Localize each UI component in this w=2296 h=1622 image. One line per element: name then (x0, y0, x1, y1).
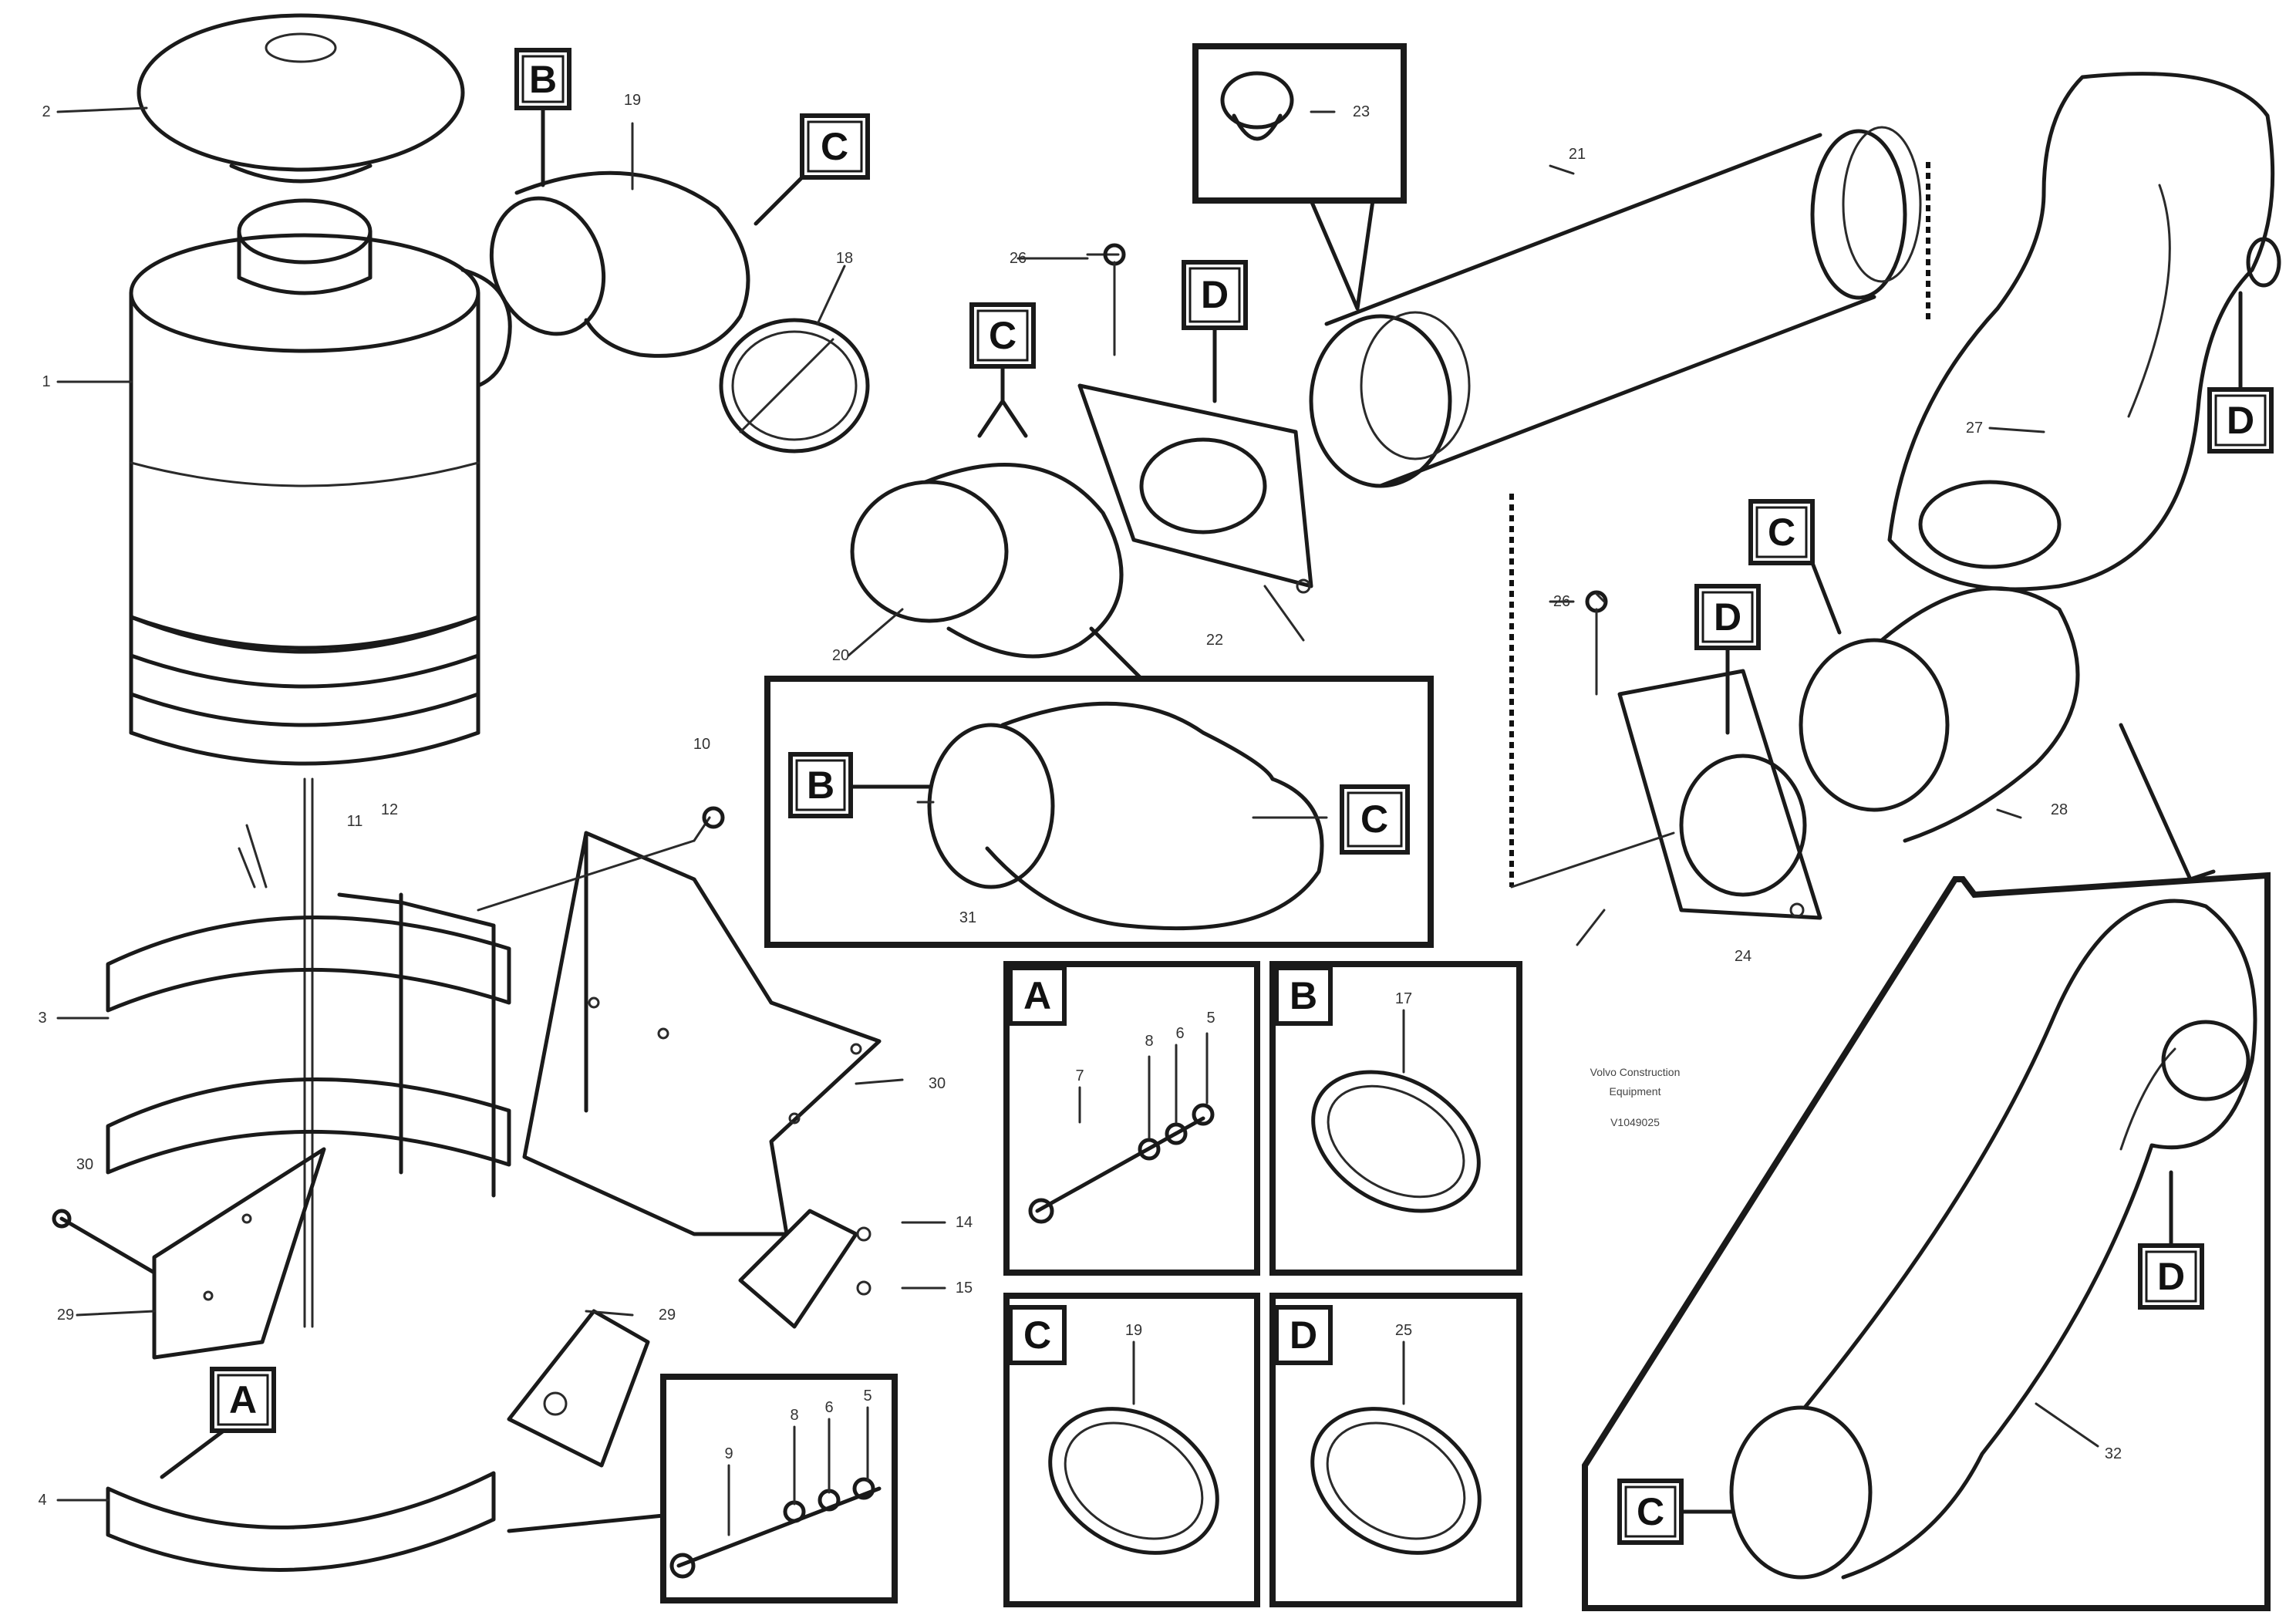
part-24: 24 (1735, 948, 1752, 965)
part-27: 27 (1966, 420, 1983, 437)
part-6b: 6 (824, 1399, 833, 1416)
detail-box-elbow (1582, 723, 2271, 1611)
part-4: 4 (38, 1492, 46, 1509)
part-1: 1 (42, 373, 50, 390)
part-29a: 29 (57, 1307, 74, 1324)
letter-callouts: B C C D D (160, 48, 2274, 1545)
svg-text:D: D (1290, 1313, 1317, 1357)
part-30a: 30 (76, 1156, 93, 1173)
box-letter-c: C (1008, 1305, 1067, 1365)
part-3: 3 (38, 1010, 46, 1027)
part-10: 10 (693, 736, 710, 753)
detail-box-hose (764, 626, 1434, 948)
box-letter-d: D (1274, 1305, 1333, 1365)
part-15: 15 (956, 1280, 973, 1297)
part-26b: 26 (1553, 593, 1570, 610)
part-12: 12 (381, 801, 398, 818)
callout-c-top: C (754, 113, 870, 226)
svg-text:V1049025: V1049025 (1610, 1116, 1660, 1128)
part-25: 25 (1395, 1322, 1412, 1339)
detail-box-fasteners (507, 1374, 898, 1603)
callout-c-right: C (1748, 499, 1842, 635)
callout-a-left: A (160, 1367, 276, 1479)
part-30b: 30 (929, 1075, 946, 1092)
part-18: 18 (836, 250, 853, 267)
svg-text:C: C (821, 125, 848, 168)
svg-text:A: A (229, 1378, 257, 1421)
part-7a: 7 (1075, 1067, 1084, 1084)
air-filter-assembly (52, 13, 882, 1572)
svg-text:B: B (1290, 974, 1317, 1017)
part-32: 32 (2105, 1445, 2122, 1462)
part-31: 31 (959, 909, 976, 926)
svg-text:C: C (1768, 511, 1795, 554)
part-22: 22 (1206, 632, 1223, 649)
svg-text:D: D (2157, 1255, 2185, 1298)
callout-d-right-mid: D (1694, 584, 1761, 735)
drawing-note: Volvo Construction Equipment V1049025 (1590, 1066, 1681, 1128)
part-17: 17 (1395, 990, 1412, 1007)
callout-c-hosebox: C (1340, 784, 1410, 855)
svg-text:C: C (1023, 1313, 1051, 1357)
box-letter-a: A (1008, 966, 1067, 1026)
svg-text:Equipment: Equipment (1610, 1085, 1661, 1098)
part-8a: 8 (1145, 1033, 1153, 1050)
box-letter-b: B (1274, 966, 1333, 1026)
svg-text:C: C (1360, 798, 1388, 841)
part-8b: 8 (790, 1407, 798, 1424)
part-9: 9 (724, 1445, 733, 1462)
svg-text:B: B (529, 58, 557, 101)
callout-c-bigbox: C (1617, 1479, 1734, 1545)
part-5b: 5 (863, 1388, 872, 1404)
part-19a: 19 (624, 92, 641, 109)
part-11: 11 (347, 813, 363, 830)
callout-b-top: B (514, 48, 571, 187)
part-19b: 19 (1125, 1322, 1142, 1339)
svg-text:A: A (1023, 974, 1051, 1017)
part-29b: 29 (659, 1307, 676, 1324)
svg-text:D: D (1201, 273, 1229, 316)
part-6a: 6 (1175, 1025, 1184, 1042)
callout-b-hosebox: B (788, 752, 932, 818)
callout-d-mid: D (1182, 260, 1248, 403)
svg-text:Volvo Construction: Volvo Construction (1590, 1066, 1681, 1078)
callout-c-mid: C (969, 302, 1036, 438)
right-intake-assembly (1509, 72, 2281, 920)
leader-lines (56, 106, 2099, 1502)
part-28: 28 (2051, 801, 2068, 818)
svg-text:C: C (1637, 1490, 1664, 1533)
intake-hoses (489, 43, 1930, 659)
svg-text:B: B (807, 764, 834, 807)
part-2: 2 (42, 103, 50, 120)
svg-text:D: D (2227, 399, 2254, 442)
part-21: 21 (1569, 146, 1586, 163)
callout-d-bigbox: D (2138, 1170, 2204, 1310)
part-23: 23 (1353, 103, 1370, 120)
part-20a: 20 (832, 647, 849, 664)
svg-text:C: C (989, 314, 1017, 357)
part-26a: 26 (1010, 250, 1027, 267)
callout-d-right: D (2207, 291, 2274, 454)
svg-text:D: D (1714, 595, 1741, 639)
part-14: 14 (956, 1214, 973, 1231)
part-5a: 5 (1206, 1010, 1215, 1027)
part-numbers: 2 1 3 4 30 29 29 30 14 15 11 12 10 19 18… (38, 92, 2122, 1509)
